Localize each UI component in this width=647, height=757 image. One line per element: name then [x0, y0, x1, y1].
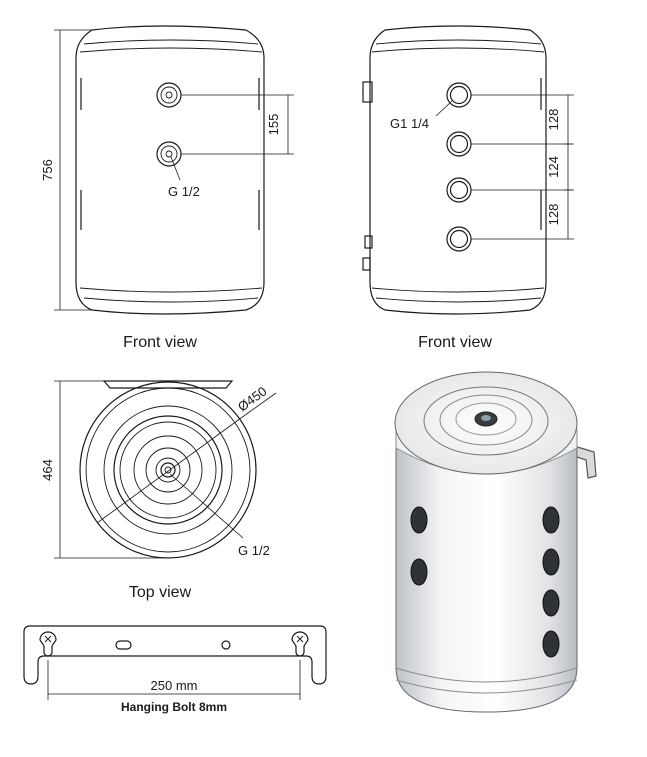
bracket-outline — [23, 625, 327, 685]
diameter-line — [96, 417, 242, 524]
lid-ring — [119, 421, 217, 519]
tank-body-outline — [75, 25, 265, 315]
wall-bracket-tab — [362, 81, 373, 103]
coil-connection-2 — [446, 131, 472, 157]
cylinder-body — [395, 429, 578, 713]
leader-line — [435, 100, 453, 117]
top-view: Ø450 G 1/2 464 Top view — [40, 380, 277, 601]
front-view-caption: Front view — [123, 334, 197, 351]
oval-hole — [115, 640, 132, 650]
g-1-2-label: G 1/2 — [168, 184, 200, 199]
lid-ring — [423, 386, 549, 456]
thermostat-knob — [364, 235, 373, 249]
top-cap-line — [375, 39, 542, 45]
hanging-bolt-caption: Hanging Bolt 8mm — [121, 700, 227, 714]
connection-upper — [156, 82, 182, 108]
front-view-left: 155 G 1/2 756 Front view — [40, 25, 294, 351]
tank-body-outline — [369, 25, 547, 315]
leader-line — [169, 473, 244, 539]
rim-ring — [103, 405, 233, 535]
round-hole — [221, 640, 231, 650]
g-1-2-top-label: G 1/2 — [238, 543, 270, 558]
port-left-upper — [410, 506, 428, 534]
dimension-756-label: 756 — [40, 159, 55, 181]
cross-mark-left — [44, 635, 52, 643]
top-view-caption: Top view — [129, 584, 192, 601]
top-cap-line — [79, 47, 263, 53]
dimension-124-label: 124 — [546, 156, 561, 178]
diameter-leader — [240, 392, 277, 419]
thermostat-knob — [362, 257, 371, 271]
top-connection-bore — [164, 466, 172, 474]
rim-ring — [85, 387, 251, 553]
dimension-155-label: 155 — [266, 114, 281, 136]
leader-line — [170, 156, 181, 181]
lid-ring — [439, 394, 533, 446]
port-right-4 — [542, 630, 560, 658]
g1-1-4-label: G1 1/4 — [390, 116, 429, 131]
outer-rim — [79, 381, 257, 559]
top-cap-line — [371, 47, 545, 53]
port-left-lower — [410, 558, 428, 586]
lid-ring — [155, 457, 181, 483]
front-view-right: 128 124 128 G1 1/4 Front view — [362, 25, 574, 351]
coil-connection-3 — [446, 177, 472, 203]
lid-ring — [455, 402, 517, 436]
connection-lower — [156, 141, 182, 167]
dimension-128-bottom-label: 128 — [546, 204, 561, 226]
top-connection — [160, 462, 176, 478]
front-view-caption-right: Front view — [418, 334, 492, 351]
lid-ring — [145, 447, 191, 493]
dimension-128-top-label: 128 — [546, 109, 561, 131]
dimension-464-label: 464 — [40, 459, 55, 481]
port-right-1 — [542, 506, 560, 534]
coil-connection-1 — [446, 82, 472, 108]
bottom-band — [395, 679, 578, 694]
cross-mark-right — [296, 635, 304, 643]
tank-3d-render — [394, 371, 597, 713]
lid-ring — [113, 415, 223, 525]
wall-mount-plate — [102, 380, 234, 389]
hanging-bracket: 250 mm Hanging Bolt 8mm — [23, 625, 327, 714]
bottom-cap-line — [375, 297, 542, 303]
dimension-250mm-label: 250 mm — [151, 678, 198, 693]
port-right-2 — [542, 548, 560, 576]
bottom-cap-line — [79, 287, 263, 293]
top-cap-line — [83, 39, 259, 45]
keyhole-slot-right — [291, 631, 309, 657]
keyhole-slot-left — [39, 631, 57, 657]
port-right-3 — [542, 589, 560, 617]
bottom-cap-line — [83, 297, 259, 303]
bottom-cap-line — [371, 287, 545, 293]
top-connection-bore — [481, 415, 491, 421]
bottom-band — [395, 667, 578, 683]
coil-connection-4 — [446, 226, 472, 252]
lid-ring — [133, 435, 203, 505]
